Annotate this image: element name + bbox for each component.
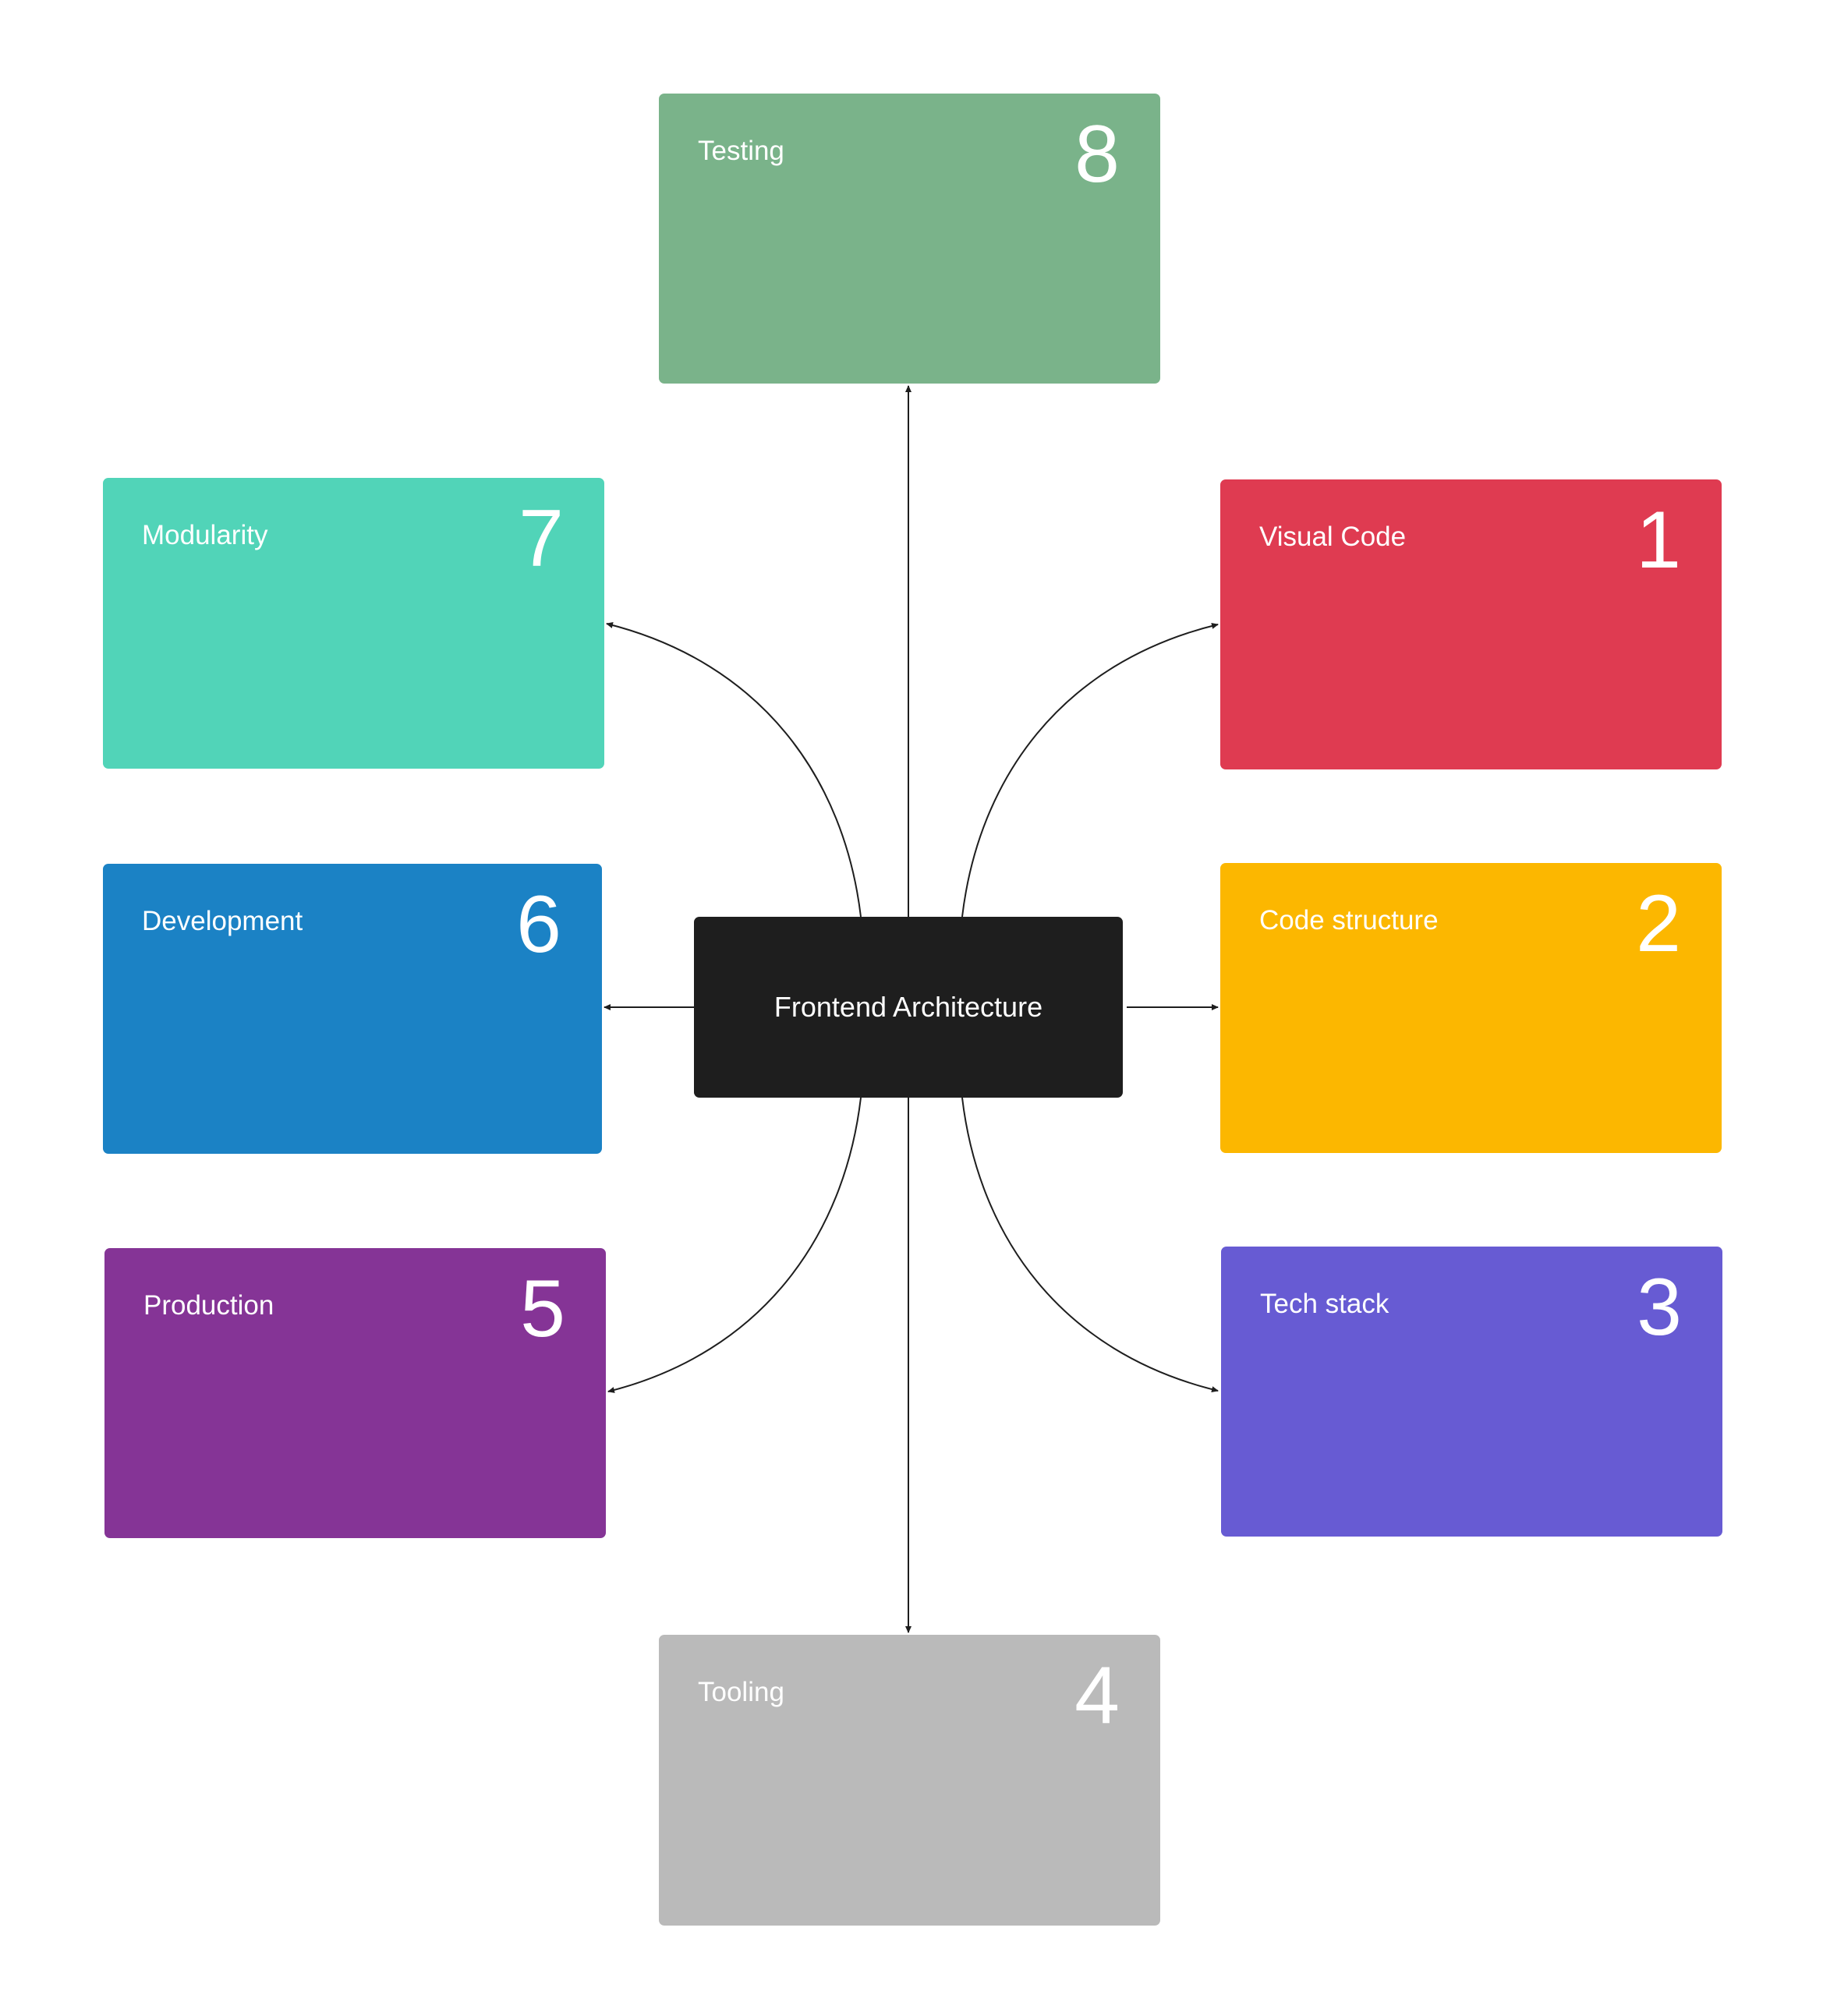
card-modularity[interactable]: Modularity 7 xyxy=(103,478,604,769)
card-production[interactable]: Production 5 xyxy=(104,1248,606,1538)
center-node-label: Frontend Architecture xyxy=(773,991,1043,1023)
card-number-tech-stack: 3 xyxy=(1637,1262,1682,1353)
center-node-frontend-architecture[interactable]: Frontend Architecture xyxy=(694,917,1123,1098)
card-code-structure[interactable]: Code structure 2 xyxy=(1220,863,1722,1153)
card-label-testing: Testing xyxy=(698,136,784,166)
card-development[interactable]: Development 6 xyxy=(103,864,602,1154)
card-tooling[interactable]: Tooling 4 xyxy=(659,1635,1160,1926)
card-visual-code[interactable]: Visual Code 1 xyxy=(1220,479,1722,769)
card-number-testing: 8 xyxy=(1074,109,1120,200)
card-label-code-structure: Code structure xyxy=(1259,905,1439,935)
card-label-visual-code: Visual Code xyxy=(1259,522,1407,552)
card-tech-stack[interactable]: Tech stack 3 xyxy=(1221,1247,1722,1537)
card-number-visual-code: 1 xyxy=(1636,495,1681,585)
card-number-production: 5 xyxy=(520,1264,565,1354)
card-label-production: Production xyxy=(143,1290,274,1321)
card-number-development: 6 xyxy=(516,879,561,970)
card-label-tech-stack: Tech stack xyxy=(1260,1289,1389,1319)
card-number-code-structure: 2 xyxy=(1636,879,1681,969)
card-label-tooling: Tooling xyxy=(698,1677,784,1707)
card-label-modularity: Modularity xyxy=(142,520,268,550)
connector-tech-stack xyxy=(961,1097,1219,1392)
connector-production xyxy=(607,1097,862,1393)
card-testing[interactable]: Testing 8 xyxy=(659,94,1160,384)
connector-modularity xyxy=(606,622,862,918)
card-number-modularity: 7 xyxy=(519,493,564,584)
card-label-development: Development xyxy=(142,906,303,936)
card-number-tooling: 4 xyxy=(1074,1650,1120,1741)
connector-visual-code xyxy=(961,623,1219,918)
